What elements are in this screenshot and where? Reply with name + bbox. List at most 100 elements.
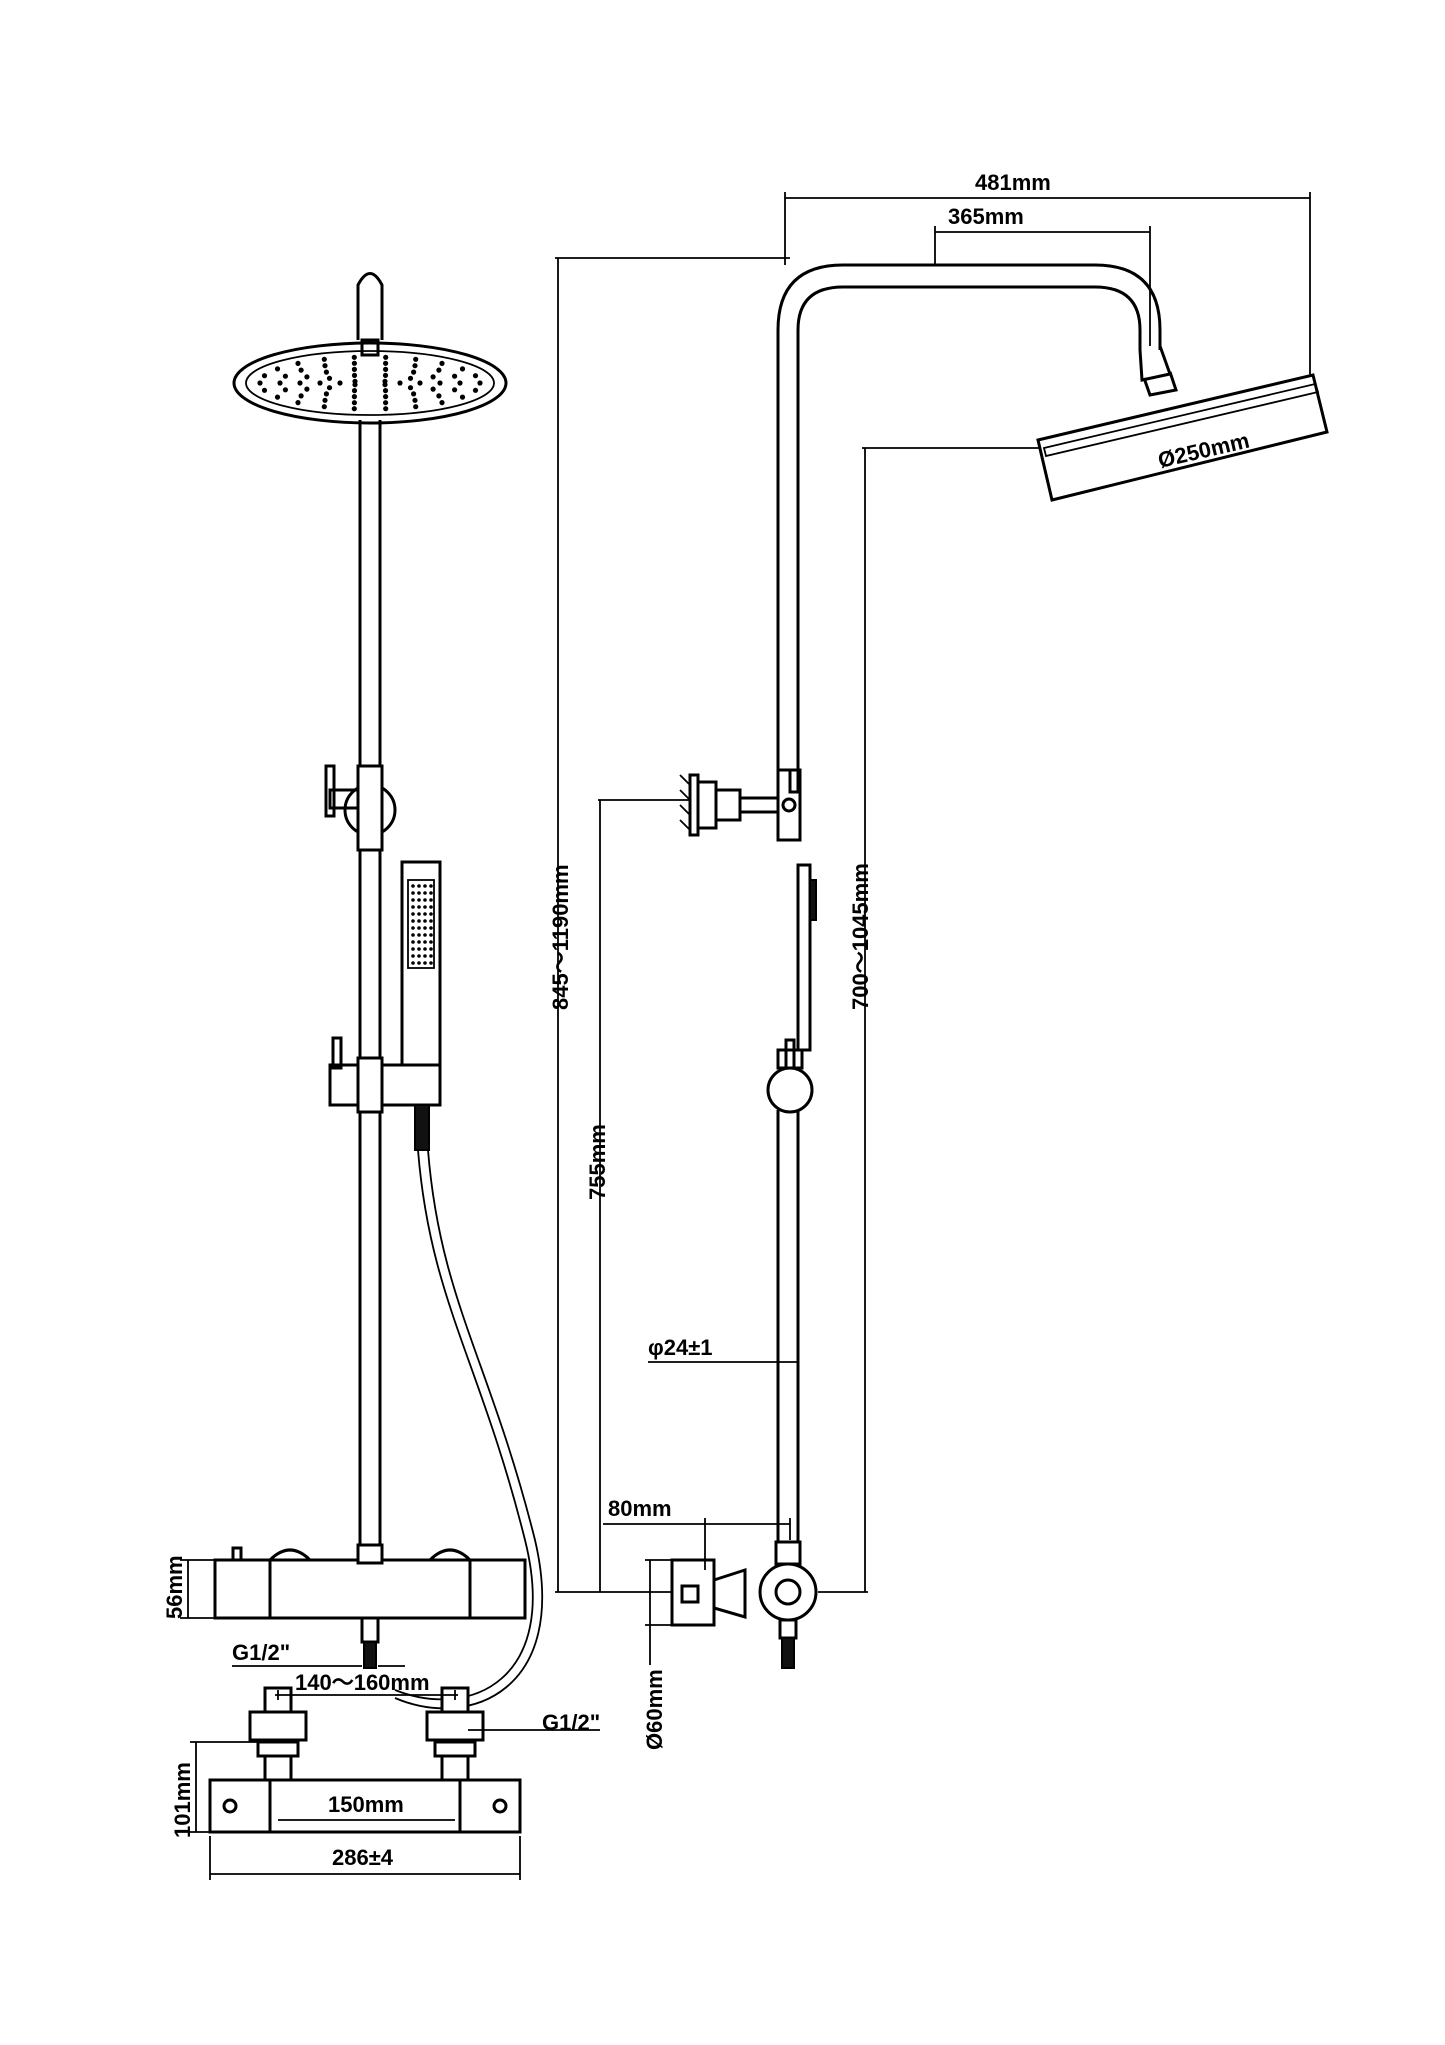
nozzle-dot [452,387,458,393]
hand-shower-hole [411,947,415,951]
hand-shower-hole [423,940,427,944]
arm-nut [1142,371,1178,397]
hand-shower-hole [429,912,433,916]
riser-base-nut [356,1543,384,1565]
hand-shower-hole [417,954,421,958]
wall-flange [688,773,700,837]
hose-outer [394,1149,534,1701]
nozzle-dot [322,397,328,403]
nozzle-dot [304,374,310,380]
hand-shower-hole [423,961,427,965]
nozzle-dot [439,400,445,406]
nozzle-dot [459,366,466,372]
slider-knob-side [766,1066,814,1114]
nozzle-dot [383,406,389,412]
nozzle-dot [274,366,281,372]
dim-outlet-diameter: Ø60mm [642,1669,667,1750]
hand-shower-hole [429,933,433,937]
nozzle-dot [295,360,301,366]
nozzle-dot [282,387,288,393]
nozzle-dot [411,369,417,375]
hand-shower-hole [423,954,427,958]
nozzle-dot [383,366,389,372]
arm-joint [1138,345,1172,382]
nozzle-dot [417,380,423,386]
slider-sleeve [356,1056,384,1114]
dim-bracket-height: 755mm [585,1124,610,1200]
hand-shower-face [407,879,435,969]
hand-shower-hole [417,947,421,951]
nozzle-dot [436,393,442,399]
top-view: 140～160mm G1/2" 101mm 150mm 286±4 [170,1670,600,1880]
arm-inner [796,285,1142,770]
nozzle-dot [439,360,445,366]
nozzle-dot [351,388,358,394]
hand-shower-hole [423,919,427,923]
slider-knob [331,1036,343,1070]
nozzle-dot [326,385,333,391]
riser-top-cap [356,272,384,340]
nozzle-dot [297,380,303,386]
hand-shower-hole [411,919,415,923]
hand-shower-hole [417,940,421,944]
hand-shower-hole [417,933,421,937]
nozzle-dot [261,373,268,379]
nozzle-dot [295,400,301,406]
nozzle-dot [383,400,389,406]
shower-head-front [232,341,508,425]
hand-shower-holes [411,884,433,965]
body-taper [712,1567,747,1619]
nozzle-dot [382,378,388,384]
right-flange [425,1710,485,1742]
bracket-sleeve [356,764,384,852]
wall-plate [696,780,718,830]
nozzle-dot [397,380,403,386]
nozzle-dot [407,385,414,391]
dim-arm-reach: 365mm [948,204,1024,229]
riser-base-side [774,1540,802,1566]
nozzle-dot [321,404,327,410]
nozzle-dot [351,394,357,400]
nozzle-dot [322,363,328,369]
nozzle-dot [411,391,417,397]
nozzle-dot [383,394,389,400]
arm-outer [776,263,1162,770]
dim-inlet-front: G1/2" [232,1640,290,1665]
hand-shower-hole [411,926,415,930]
inlet-bolt [680,1584,700,1604]
hand-shower-hole [423,891,427,895]
nozzle-dot [323,369,329,375]
nozzle-dot [351,406,357,412]
hand-shower-hole [417,961,421,965]
hand-shower-hole [429,891,433,895]
nozzle-dot [413,356,419,362]
hand-shower-hole [429,919,433,923]
hand-shower-hole [429,954,433,958]
outlet-thread-side [781,1637,795,1669]
nozzle-dot [337,380,343,386]
head-connector [360,338,380,357]
nozzle-dot [382,372,389,378]
hand-shower-hole [417,919,421,923]
nozzle-dot [351,372,358,378]
nozzle-dot [351,360,357,366]
nozzle-dot [261,387,268,393]
hand-shower-hole [429,898,433,902]
body-cylinder [758,1562,818,1622]
right-nut [433,1740,477,1758]
nozzle-dot [321,356,327,362]
hand-shower-hole [417,898,421,902]
shower-head-inner [245,350,495,416]
nozzle-dot [477,380,483,386]
nozzle-dot [436,367,442,373]
nozzle-dot [351,400,357,406]
hand-shower-hole [417,891,421,895]
shower-head-side [1036,373,1329,502]
hose-connector [414,1104,430,1151]
hand-shower-side [796,863,812,1052]
hand-shower-hole [429,926,433,930]
front-view: 56mm G1/2" [162,272,544,1710]
left-flange [248,1710,308,1742]
nozzle-dot [407,375,414,381]
